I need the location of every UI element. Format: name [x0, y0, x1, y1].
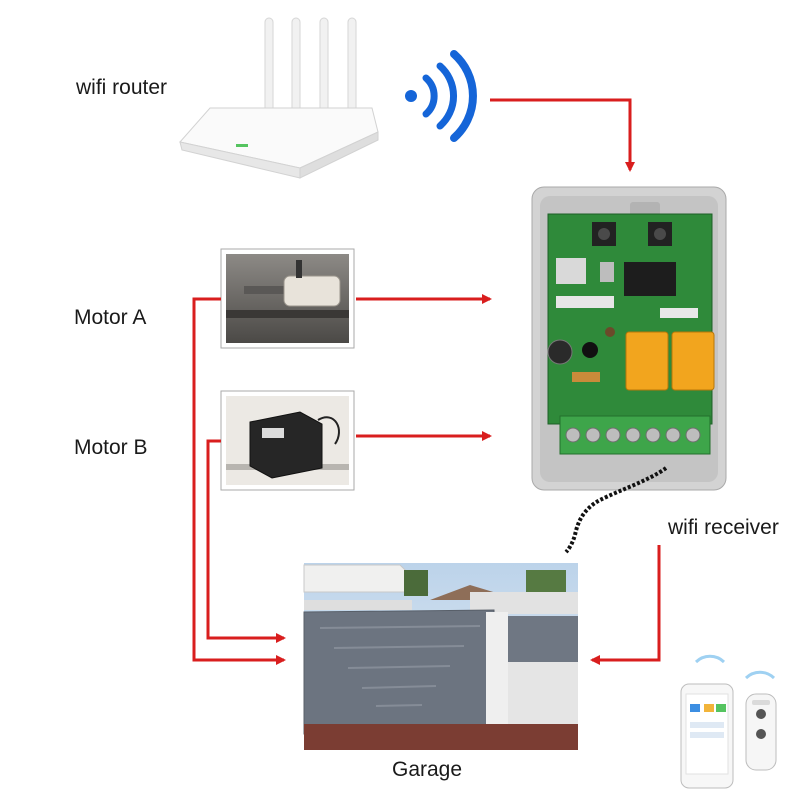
label-motor-b: Motor B: [74, 436, 148, 459]
motor-a-photo: [220, 248, 355, 349]
router-icon: [179, 17, 379, 179]
antenna-wire: [564, 466, 668, 554]
relay-ch2: [625, 331, 669, 391]
relay-ch1: [671, 331, 715, 391]
arrow-router-to-receiver: [490, 98, 635, 172]
label-motor-a: Motor A: [74, 306, 147, 329]
wifi-receiver-device: [531, 186, 727, 554]
label-garage: Garage: [392, 758, 463, 781]
learn-button-1: [592, 222, 616, 246]
label-wifi-router: wifi router: [76, 76, 168, 99]
arrows: [192, 98, 661, 665]
garage-photo: [303, 563, 578, 750]
terminal-block: [559, 415, 711, 455]
arrow-motor-a-to-garage: [192, 297, 286, 665]
motor-b-photo: [220, 390, 355, 491]
arrow-receiver-to-garage: [590, 545, 661, 665]
arrow-motor-b-to-garage: [206, 439, 286, 643]
remote-control-icon: [744, 670, 777, 771]
wifi-signal-icon: [405, 50, 477, 142]
phone-app-icon: [680, 654, 734, 789]
learn-button-2: [648, 222, 672, 246]
label-wifi-receiver: wifi receiver: [668, 516, 779, 539]
